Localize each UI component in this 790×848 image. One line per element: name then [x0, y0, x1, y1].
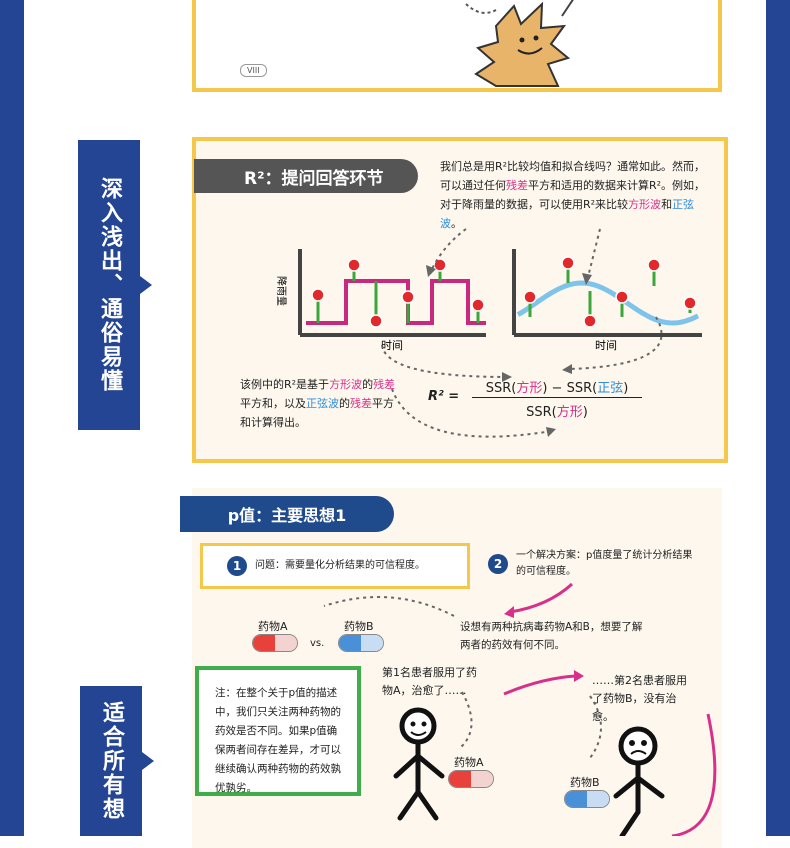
p-value-section-title: p值：主要思想1 [180, 496, 394, 532]
rainfall-point [583, 314, 597, 328]
rainfall-point [311, 288, 325, 302]
text-run: 的 [362, 378, 374, 391]
rainfall-point [615, 290, 629, 304]
formula-lhs: R² = [428, 389, 460, 404]
text-run: 残差 [350, 397, 372, 410]
previous-page-panel: VIII [192, 0, 722, 92]
question-box: 1 问题：需要量化分析结果的可信程度。 [200, 543, 470, 589]
stick-figure-patient-1 [393, 707, 445, 821]
left-y-label: 降雨量 [275, 276, 288, 306]
solution-text: 一个解决方案：p值度量了统计分析结果的可信程度。 [516, 550, 693, 577]
text-run: 正弦波 [306, 397, 339, 410]
p-value-panel: p值：主要思想1 1 问题：需要量化分析结果的可信程度。 2 一个解决方案：p值… [180, 488, 722, 848]
rainfall-point [647, 258, 661, 272]
drug-a-label-2: 药物A [454, 756, 484, 769]
drug-b-label-2: 药物B [570, 776, 600, 789]
formula-fraction-bar [472, 397, 642, 398]
page-number: VIII [240, 64, 267, 77]
text-run: 方形波 [329, 378, 363, 391]
rainfall-point [433, 258, 447, 272]
text-run: 。 [451, 217, 462, 230]
step-1-badge: 1 [227, 556, 247, 576]
square-wave-line [306, 279, 486, 325]
stick-figure-patient-2 [613, 726, 665, 836]
text-run: 我们总是用R²比较均值和拟合线吗？ [440, 160, 618, 173]
text-run: 方形波 [628, 198, 662, 211]
dotted-arrows [381, 228, 663, 438]
sad-face-icon [629, 740, 647, 755]
text-run: 平方和，以及 [240, 397, 306, 410]
sine-wave-chart: 时间 [512, 249, 702, 352]
text-run: 的 [339, 397, 350, 410]
text-run: 正弦波 [440, 198, 695, 230]
note-box: 注：在整个关于p值的描述中，我们只关注两种药物的药效是否不同。如果p值确保两者间… [195, 666, 361, 796]
drug-a-capsule-icon [252, 634, 298, 652]
side-tab-plain-language: 深入浅出、通俗易懂 [78, 140, 152, 430]
formula-numerator: SSR(方形) − SSR(正弦) [485, 381, 629, 396]
cartoon-star-character [465, 0, 574, 87]
drug-a-label: 药物A [258, 620, 288, 633]
text-run: 和 [661, 198, 673, 211]
patient-1-text: 第1名患者服用了药物A，治愈了…… [382, 666, 477, 697]
happy-face-icon [410, 721, 427, 736]
text-run: 该例中的R²是基于 [240, 378, 330, 391]
pink-arrow [509, 582, 574, 614]
arrow-heads [426, 265, 592, 437]
question-text: 问题：需要量化分析结果的可信程度。 [255, 560, 425, 571]
r2-qa-panel: R²：提问回答环节 我们总是用R²比较均值和拟合线吗？通常如此。然而，可以通过任… [192, 137, 728, 463]
rainfall-point [561, 256, 575, 270]
r2-description: 我们总是用R²比较均值和拟合线吗？通常如此。然而，可以通过任何残差平方和适用的数… [440, 157, 710, 233]
text-run: 残差 [373, 378, 396, 391]
formula-denominator: SSR(方形) [526, 405, 588, 420]
drug-a-capsule-icon-2 [448, 770, 494, 788]
rainfall-point [401, 290, 415, 304]
text-run: 平方和适用的数据来计算R²。例如，对于降雨量的数据，可以使用R²来比较 [440, 179, 706, 211]
rainfall-point [369, 314, 383, 328]
text-run: 通常如此。然而，可以通过任何 [440, 160, 706, 192]
drug-b-label: 药物B [344, 620, 374, 633]
sine-wave-line [516, 280, 700, 326]
rainfall-point [471, 298, 485, 312]
pink-arrow-2 [503, 674, 577, 696]
step-2-badge: 2 [488, 554, 508, 574]
drug-b-capsule-icon [338, 634, 384, 652]
side-tab-for-everyone: 适合所有想 [80, 686, 154, 836]
right-x-label: 时间 [595, 339, 617, 352]
rainfall-point [683, 296, 697, 310]
patient-2-text: ……第2名患者服用了药物B，没有治愈。 [592, 674, 687, 723]
square-wave-chart: 降雨量 时间 [275, 249, 486, 352]
dotted-arrows [323, 596, 602, 759]
rainfall-fit-charts: 降雨量 时间 时间 [275, 228, 702, 438]
r2-example-note: 该例中的R²是基于方形波的残差平方和，以及正弦波的残差平方和计算得出。 [240, 375, 400, 432]
scenario-text: 设想有两种抗病毒药物A和B，想要了解两者的药效有何不同。 [460, 621, 643, 651]
left-x-label: 时间 [381, 339, 403, 352]
right-edge-band [766, 0, 790, 836]
versus-label: vs. [310, 638, 325, 649]
text-run: 平方和计算得出。 [240, 397, 394, 429]
rainfall-point [523, 290, 537, 304]
drug-b-capsule-icon-2 [564, 790, 610, 808]
text-run: 残差 [506, 179, 528, 192]
rainfall-point [347, 258, 361, 272]
left-edge-band [0, 0, 24, 836]
p-value-illustration [323, 582, 717, 836]
r2-section-title: R²：提问回答环节 [194, 159, 418, 193]
